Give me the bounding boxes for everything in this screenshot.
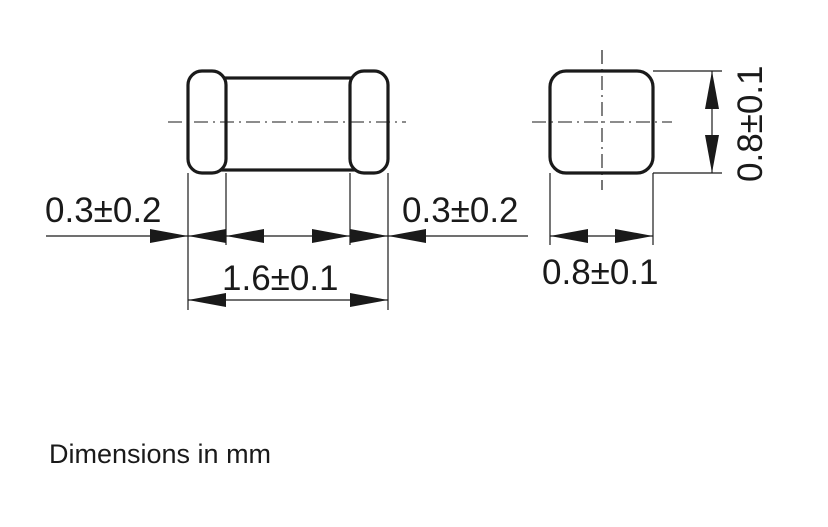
right-terminal-arrow <box>388 229 426 243</box>
body-dim-arrow-left <box>188 229 226 243</box>
right-terminal-label: 0.3±0.2 <box>402 191 519 230</box>
units-caption: Dimensions in mm <box>49 439 271 469</box>
width-arrow-left <box>550 229 588 243</box>
height-label: 0.8±0.1 <box>731 65 770 182</box>
body-dim-arrow-inner-right <box>312 229 350 243</box>
length-arrow-left <box>188 293 226 307</box>
height-arrow-top <box>705 71 719 109</box>
length-label: 1.6±0.1 <box>222 259 339 298</box>
body-dim-arrow-inner-left <box>226 229 264 243</box>
body-dim-arrow-right <box>350 229 388 243</box>
end-view: 0.8±0.1 0.8±0.1 <box>532 50 770 292</box>
length-arrow-right <box>350 293 388 307</box>
side-view: 0.3±0.2 0.3±0.2 1.6±0.1 <box>45 69 528 310</box>
left-terminal-arrow <box>150 229 188 243</box>
chip-body <box>216 76 360 172</box>
left-terminal-label: 0.3±0.2 <box>45 191 162 230</box>
width-label: 0.8±0.1 <box>542 253 659 292</box>
width-arrow-right <box>615 229 653 243</box>
height-arrow-bottom <box>705 135 719 173</box>
